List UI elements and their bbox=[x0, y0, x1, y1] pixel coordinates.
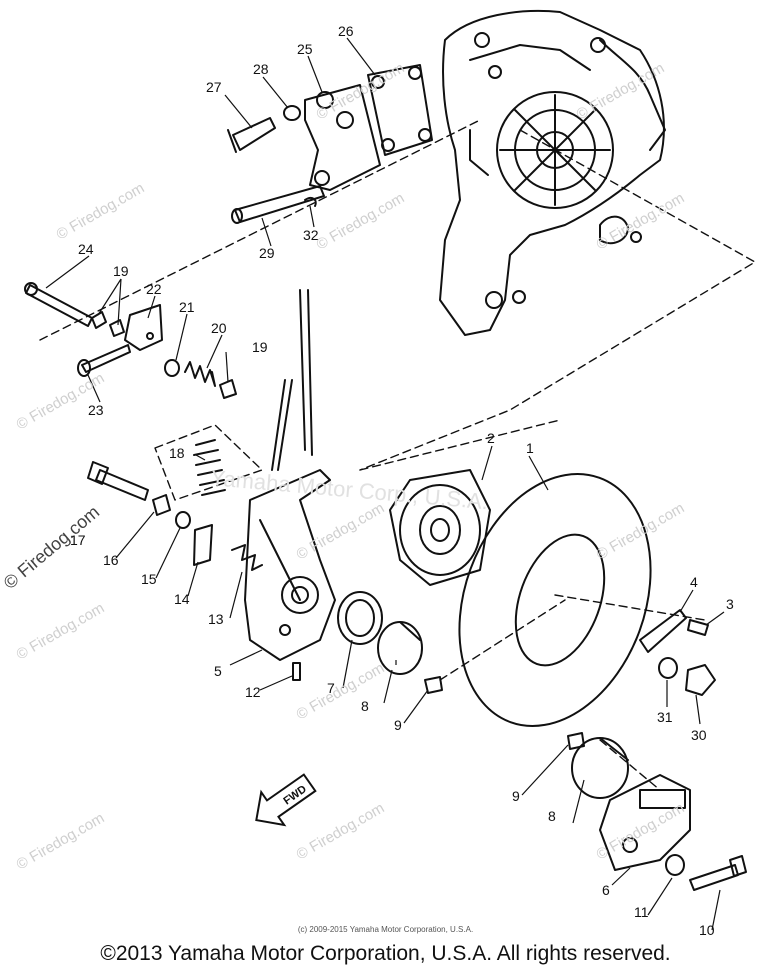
leader-lines bbox=[45, 37, 725, 931]
control-rod bbox=[299, 289, 313, 456]
bolt-23 bbox=[77, 344, 131, 377]
callout-1: 1 bbox=[526, 440, 534, 456]
nut-16 bbox=[152, 494, 171, 516]
nut-30 bbox=[685, 664, 716, 696]
callout-15: 15 bbox=[141, 571, 157, 587]
footer-copyright: ©2013 Yamaha Motor Corporation, U.S.A. A… bbox=[100, 942, 671, 965]
callout-5: 5 bbox=[214, 663, 222, 679]
watermark-13: © Firedog.com bbox=[294, 659, 388, 723]
callout-labels: 1 2 3 4 5 6 7 8 8 9 9 10 11 12 13 14 15 … bbox=[70, 23, 734, 938]
pin-29 bbox=[231, 185, 325, 224]
callout-16: 16 bbox=[103, 552, 119, 568]
callout-21: 21 bbox=[179, 299, 195, 315]
watermark-1: © Firedog.com bbox=[54, 179, 148, 243]
caliper-5 bbox=[244, 469, 336, 661]
brake-cable bbox=[271, 379, 293, 471]
callout-30: 30 bbox=[691, 727, 707, 743]
callout-7: 7 bbox=[327, 680, 335, 696]
callout-4: 4 bbox=[690, 574, 698, 590]
callout-24: 24 bbox=[78, 241, 94, 257]
watermark-center: Yamaha Motor Corp., U.S.A. bbox=[210, 465, 489, 514]
bolt-17 bbox=[87, 461, 149, 501]
callout-22: 22 bbox=[146, 281, 162, 297]
spring-18 bbox=[193, 439, 226, 496]
fwd-arrow: FWD bbox=[255, 773, 317, 827]
callout-25: 25 bbox=[297, 41, 313, 57]
bracket-4 bbox=[639, 609, 687, 653]
bolt-10 bbox=[689, 855, 747, 891]
callout-29: 29 bbox=[259, 245, 275, 261]
callout-14: 14 bbox=[174, 591, 190, 607]
nut-19c bbox=[219, 379, 237, 399]
watermark-2: © Firedog.com bbox=[314, 189, 408, 253]
watermark-5: © Firedog.com bbox=[294, 499, 388, 563]
callout-23: 23 bbox=[88, 402, 104, 418]
callout-8b: 8 bbox=[548, 808, 556, 824]
washer-21 bbox=[164, 359, 180, 377]
link-14 bbox=[193, 524, 213, 566]
watermark-8: © Firedog.com bbox=[294, 799, 388, 863]
watermark-left-diagonal: © Firedog.com bbox=[0, 502, 103, 593]
callout-9a: 9 bbox=[394, 717, 402, 733]
spring-20 bbox=[184, 361, 216, 387]
callout-6: 6 bbox=[602, 882, 610, 898]
screw-9b bbox=[567, 732, 585, 750]
dashed-reference-lines bbox=[39, 119, 756, 791]
callout-17: 17 bbox=[70, 532, 86, 548]
callout-26: 26 bbox=[338, 23, 354, 39]
brake-pad-7 bbox=[337, 591, 383, 645]
watermark-6: © Firedog.com bbox=[594, 499, 688, 563]
washer-15 bbox=[175, 511, 191, 529]
spring-13 bbox=[231, 544, 263, 571]
watermark-7: © Firedog.com bbox=[14, 809, 108, 873]
bolt-3 bbox=[687, 619, 709, 636]
small-copyright: (c) 2009-2015 Yamaha Motor Corporation, … bbox=[297, 925, 474, 934]
callout-3: 3 bbox=[726, 596, 734, 612]
washer-11 bbox=[665, 854, 685, 876]
callout-28: 28 bbox=[253, 61, 269, 77]
cotter-32 bbox=[304, 196, 317, 207]
callout-31: 31 bbox=[657, 709, 673, 725]
callout-10: 10 bbox=[699, 922, 715, 938]
pin-12 bbox=[292, 662, 301, 681]
caliper-half-6 bbox=[599, 774, 691, 871]
washer-31 bbox=[658, 657, 678, 679]
hub-2 bbox=[389, 469, 491, 586]
bolt-27 bbox=[227, 117, 276, 153]
bolt-24 bbox=[24, 282, 93, 327]
nut-19b bbox=[109, 319, 125, 337]
callout-12: 12 bbox=[245, 684, 261, 700]
bracket-22 bbox=[124, 304, 163, 351]
callout-18: 18 bbox=[169, 445, 185, 461]
callout-20: 20 bbox=[211, 320, 227, 336]
callout-32: 32 bbox=[303, 227, 319, 243]
callout-19a: 19 bbox=[113, 263, 129, 279]
engine-crankcase bbox=[439, 9, 666, 336]
puck-8a bbox=[377, 621, 423, 675]
callout-2: 2 bbox=[487, 430, 495, 446]
callout-9b: 9 bbox=[512, 788, 520, 804]
plate-26 bbox=[367, 64, 433, 156]
callout-19b: 19 bbox=[252, 339, 268, 355]
brake-disc-1 bbox=[458, 473, 652, 727]
washer-28 bbox=[283, 105, 301, 121]
callout-8a: 8 bbox=[361, 698, 369, 714]
callout-13: 13 bbox=[208, 611, 224, 627]
watermark-10: © Firedog.com bbox=[14, 599, 108, 663]
puck-8b bbox=[571, 737, 629, 799]
screw-9a bbox=[424, 676, 443, 694]
callout-11: 11 bbox=[634, 904, 649, 920]
callout-27: 27 bbox=[206, 79, 222, 95]
